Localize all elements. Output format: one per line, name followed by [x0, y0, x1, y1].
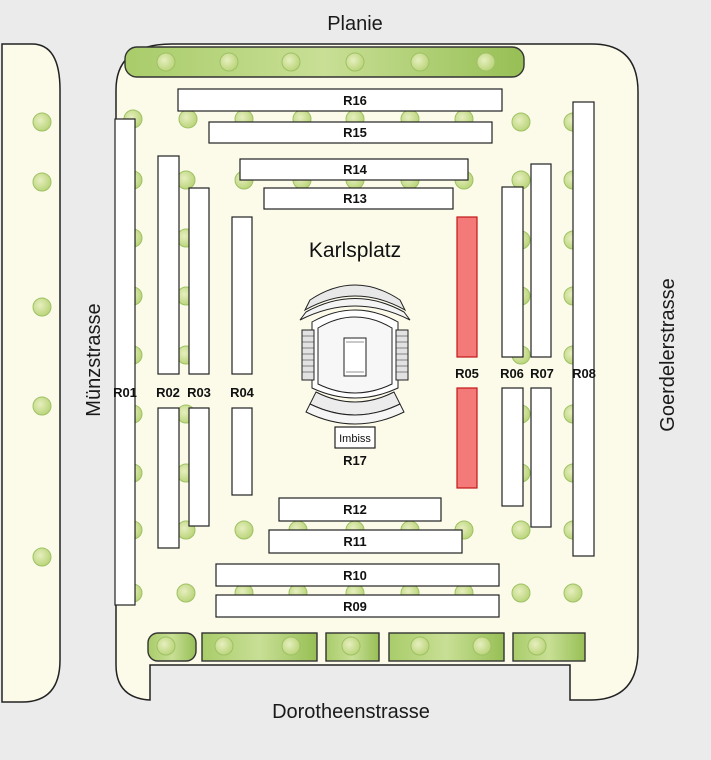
tree-icon [472, 636, 492, 656]
stall-label-r07: R07 [530, 366, 554, 381]
tree-icon [156, 52, 176, 72]
tree-icon [281, 636, 301, 656]
tree-icon [32, 547, 52, 567]
stall-r03-lower[interactable] [188, 407, 210, 527]
tree-icon [176, 170, 196, 190]
tree-icon [32, 396, 52, 416]
hedge-north [124, 46, 525, 78]
stall-label-r08: R08 [572, 366, 596, 381]
stall-r02-lower[interactable] [157, 407, 180, 549]
stall-r07-upper[interactable] [530, 163, 552, 358]
stall-r02-upper[interactable] [157, 155, 180, 375]
stall-r07-lower[interactable] [530, 387, 552, 528]
stall-label-r12: R12 [343, 502, 367, 517]
stall-label-r13: R13 [343, 191, 367, 206]
tree-icon [476, 52, 496, 72]
tree-icon [563, 583, 583, 603]
stall-r10[interactable] [215, 563, 500, 587]
stall-r15[interactable] [208, 121, 493, 144]
west-sidewalk [1, 43, 61, 703]
street-south: Dorotheenstrasse [272, 701, 430, 723]
stall-label-r10: R10 [343, 568, 367, 583]
tree-icon [345, 52, 365, 72]
tree-icon [511, 112, 531, 132]
stall-r06-upper[interactable] [501, 186, 524, 358]
stall-r11[interactable] [268, 529, 463, 554]
stall-r04-upper[interactable] [231, 216, 253, 375]
tree-icon [511, 170, 531, 190]
stall-r04-lower[interactable] [231, 407, 253, 496]
stall-label-r14: R14 [343, 162, 368, 177]
tree-icon [281, 52, 301, 72]
stall-r14[interactable] [239, 158, 469, 181]
tree-icon [156, 636, 176, 656]
hedge-south-5 [512, 632, 586, 662]
tree-icon [234, 520, 254, 540]
tree-icon [341, 636, 361, 656]
tree-icon [511, 520, 531, 540]
stall-label-r15: R15 [343, 125, 367, 140]
stall-label-r02: R02 [156, 385, 180, 400]
stall-r12[interactable] [278, 497, 442, 522]
stall-label-r17: R17 [343, 453, 367, 468]
stall-r06-lower[interactable] [501, 387, 524, 507]
stall-r05-upper[interactable] [456, 216, 478, 358]
tree-icon [32, 297, 52, 317]
stall-label-r01: R01 [113, 385, 137, 400]
street-west: Münzstrasse [83, 303, 105, 416]
tree-icon [32, 172, 52, 192]
monument-icon [299, 284, 411, 425]
tree-icon [511, 583, 531, 603]
stall-label-r06: R06 [500, 366, 524, 381]
street-north: Planie [327, 13, 383, 35]
tree-icon [214, 636, 234, 656]
stall-r16[interactable] [177, 88, 503, 112]
kiosk-label: Imbiss [339, 433, 371, 445]
stall-label-r16: R16 [343, 93, 367, 108]
plaza-name: Karlsplatz [309, 239, 401, 262]
stall-label-r11: R11 [343, 534, 366, 549]
stall-label-r04: R04 [230, 385, 255, 400]
stall-label-r09: R09 [343, 599, 367, 614]
stall-r01[interactable] [114, 118, 136, 606]
street-east: Goerdelerstrasse [657, 278, 679, 431]
tree-icon [527, 636, 547, 656]
stall-r03-upper[interactable] [188, 187, 210, 375]
stall-r13[interactable] [263, 187, 454, 210]
stall-label-r05: R05 [455, 366, 479, 381]
stall-label-r03: R03 [187, 385, 211, 400]
kiosk-box[interactable] [334, 426, 376, 449]
tree-icon [410, 636, 430, 656]
tree-icon [219, 52, 239, 72]
tree-icon [178, 109, 198, 129]
stall-r08[interactable] [572, 101, 595, 557]
tree-icon [410, 52, 430, 72]
stall-r05-lower[interactable] [456, 387, 478, 489]
stall-r09[interactable] [215, 594, 500, 618]
tree-icon [32, 112, 52, 132]
tree-icon [176, 583, 196, 603]
